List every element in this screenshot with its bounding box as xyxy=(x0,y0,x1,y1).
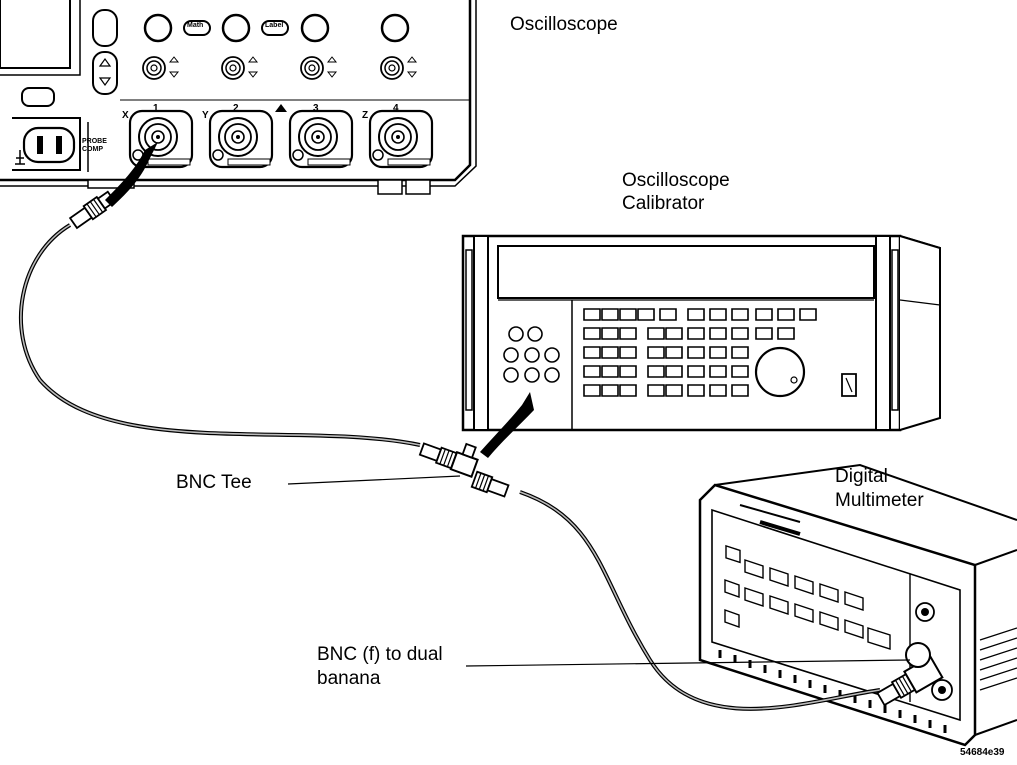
scope-input-arrow xyxy=(105,142,158,207)
banana-label-line1: BNC (f) to dual xyxy=(317,644,443,665)
bnc-tee-label: BNC Tee xyxy=(176,472,252,493)
axis-y-label: Y xyxy=(202,110,209,121)
multimeter-label-line2: Multimeter xyxy=(835,490,924,511)
bnc-tee-connector xyxy=(419,430,509,498)
probe-comp-label: PROBE COMP xyxy=(82,138,107,153)
calibrator-label-line2: Calibrator xyxy=(622,193,705,214)
axis-x-label: X xyxy=(122,110,129,121)
calibrator-output-arrow xyxy=(480,392,534,458)
calibrator-body xyxy=(463,236,940,430)
channel-2-label: 2 xyxy=(233,103,239,114)
channel-3-label: 3 xyxy=(313,103,319,114)
banana-adapter xyxy=(875,643,942,709)
channel-4-label: 4 xyxy=(393,103,399,114)
scope-to-tee-cable xyxy=(21,225,420,445)
oscilloscope-front-panel xyxy=(0,0,476,194)
oscilloscope-label: Oscilloscope xyxy=(510,14,618,35)
figure-id: 54684e39 xyxy=(960,747,1005,758)
axis-z-label: Z xyxy=(362,110,369,121)
banana-leader xyxy=(466,660,910,666)
bnc-tee-leader xyxy=(288,476,460,484)
calibrator-label-line1: Oscilloscope xyxy=(622,170,730,191)
scope-bnc-plug xyxy=(69,190,116,229)
math-button-label: Math xyxy=(187,22,204,29)
channel-1-label: 1 xyxy=(153,103,159,114)
banana-label-line2: banana xyxy=(317,668,381,689)
tee-to-multimeter-cable xyxy=(520,492,880,709)
multimeter-label-line1: Digital xyxy=(835,466,888,487)
label-button-label: Label xyxy=(265,22,284,29)
